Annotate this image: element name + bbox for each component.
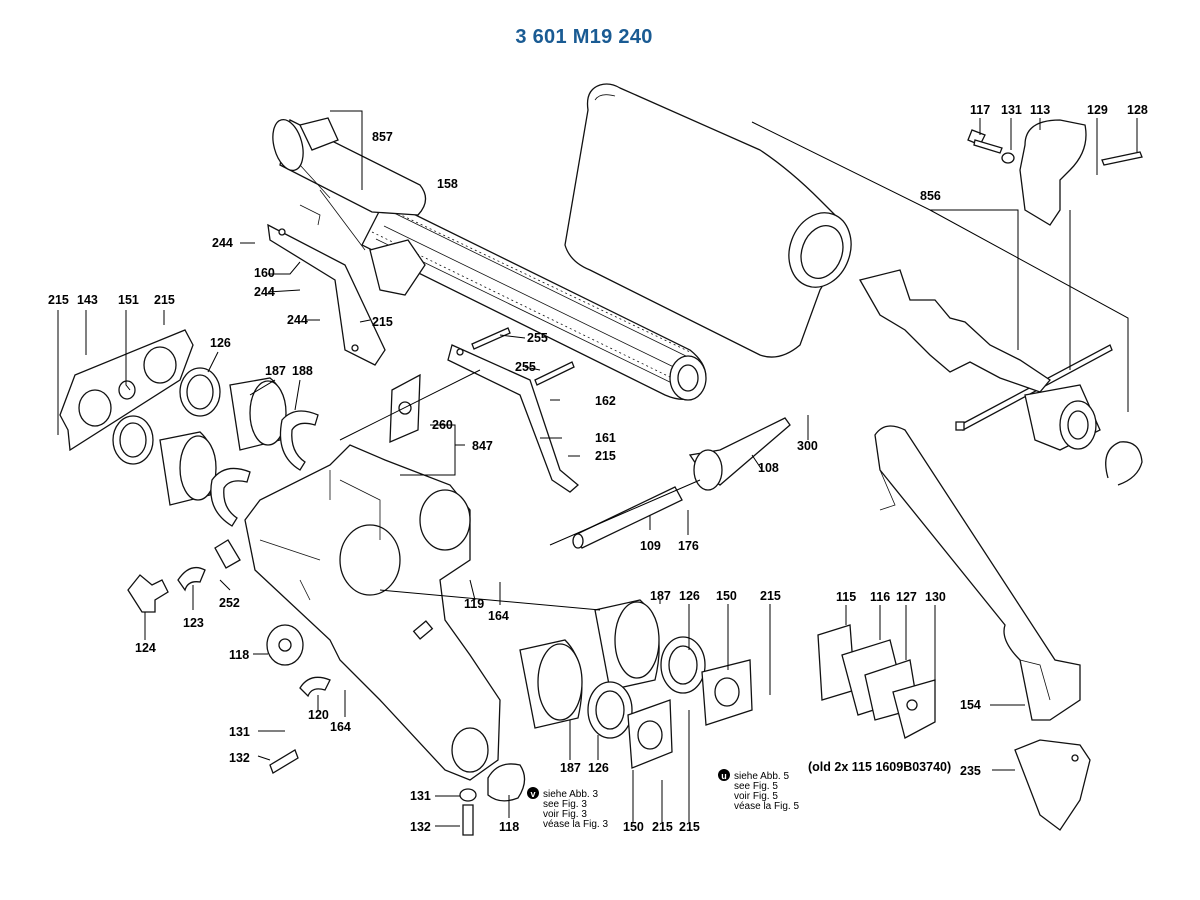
plate-151-part (59, 329, 194, 452)
small-parts-left (127, 539, 526, 836)
bolts-255-part (471, 327, 575, 386)
label-215a: 215 (372, 315, 393, 329)
label-109: 109 (640, 539, 661, 553)
connector-part (1024, 384, 1101, 451)
extraction-tube-part (272, 117, 427, 296)
fig3-marker: v (530, 789, 535, 799)
shaft-109-part (572, 486, 683, 549)
label-244a: 244 (212, 236, 233, 250)
label-119: 119 (464, 597, 484, 611)
label-215c: 215 (154, 293, 175, 307)
label-857: 857 (372, 130, 393, 144)
fig3-line-1: siehe Abb. 3 (543, 789, 598, 800)
label-187a: 187 (265, 364, 286, 378)
label-160: 160 (254, 266, 275, 280)
label-300: 300 (797, 439, 818, 453)
label-124: 124 (135, 641, 156, 655)
label-215f: 215 (652, 820, 673, 834)
label-131a: 131 (229, 725, 250, 739)
lever-108-part (688, 417, 791, 491)
roller-187-lower-part (519, 599, 753, 769)
label-244b: 244 (254, 285, 275, 299)
label-132a: 132 (229, 751, 250, 765)
bracket-161-part (447, 344, 580, 493)
label-188: 188 (292, 364, 313, 378)
fig3-line-3: voir Fig. 3 (543, 809, 587, 820)
fig5-marker: u (721, 771, 727, 781)
retaining-ring-part (1105, 441, 1143, 486)
plate-260-part (389, 373, 421, 444)
filter-stack-part (817, 624, 936, 739)
roller-187-top-part (159, 377, 287, 506)
label-847: 847 (472, 439, 493, 453)
label-164b: 164 (330, 720, 351, 734)
dust-bag-part (564, 83, 852, 358)
branch-strap-part (859, 269, 1051, 393)
label-162: 162 (595, 394, 616, 408)
label-150a: 150 (716, 589, 737, 603)
label-154: 154 (960, 698, 981, 712)
label-150b: 150 (623, 820, 644, 834)
label-116: 116 (870, 590, 890, 604)
bracket-160-part (267, 204, 386, 366)
label-176: 176 (678, 539, 699, 553)
chute-154-part (874, 425, 1081, 721)
label-856: 856 (920, 189, 941, 203)
label-130: 130 (925, 590, 946, 604)
shield-235-part (1014, 739, 1091, 831)
label-143: 143 (77, 293, 98, 307)
label-115: 115 (836, 590, 856, 604)
lock-113-part (967, 119, 1143, 226)
label-235: 235 (960, 764, 981, 778)
label-128: 128 (1127, 103, 1148, 117)
fig5-line-1: siehe Abb. 5 (734, 771, 789, 782)
label-255b: 255 (515, 360, 536, 374)
leader-lines (57, 110, 1138, 827)
fig3-line-2: see Fig. 3 (543, 799, 587, 810)
label-113: 113 (1030, 103, 1050, 117)
label-131c: 131 (1001, 103, 1022, 117)
fig5-line-2: see Fig. 5 (734, 781, 778, 792)
label-215e: 215 (760, 589, 781, 603)
diagram-title: 3 601 M19 240 (515, 26, 653, 48)
label-151: 151 (118, 293, 139, 307)
fig5-line-4: véase la Fig. 5 (734, 801, 799, 812)
fig3-reference: v siehe Abb. 3 see Fig. 3 voir Fig. 3 vé… (527, 787, 608, 830)
label-215d: 215 (595, 449, 616, 463)
label-161: 161 (595, 431, 616, 445)
label-127: 127 (896, 590, 917, 604)
label-117: 117 (970, 103, 990, 117)
part-labels: 857 158 244 160 244 244 215 215 143 151 … (48, 103, 1148, 834)
label-108: 108 (758, 461, 779, 475)
label-187c: 187 (560, 761, 581, 775)
label-118b: 118 (499, 820, 519, 834)
fig5-reference: u siehe Abb. 5 see Fig. 5 voir Fig. 5 vé… (718, 769, 799, 812)
main-housing-part (244, 444, 501, 781)
label-123: 123 (183, 616, 204, 630)
label-255a: 255 (527, 331, 548, 345)
label-120: 120 (308, 708, 329, 722)
flexible-hose-part (361, 199, 707, 401)
fig3-line-4: véase la Fig. 3 (543, 819, 608, 830)
label-215g: 215 (679, 820, 700, 834)
label-252: 252 (219, 596, 240, 610)
label-118a: 118 (229, 648, 249, 662)
fig5-line-3: voir Fig. 5 (734, 791, 778, 802)
label-187b: 187 (650, 589, 671, 603)
label-260: 260 (432, 418, 453, 432)
label-158: 158 (437, 177, 458, 191)
label-126c: 126 (588, 761, 609, 775)
label-131b: 131 (410, 789, 431, 803)
label-126b: 126 (679, 589, 700, 603)
label-129: 129 (1087, 103, 1108, 117)
label-132b: 132 (410, 820, 431, 834)
label-244c: 244 (287, 313, 308, 327)
label-164a: 164 (488, 609, 509, 623)
old-part-note: (old 2x 115 1609B03740) (808, 760, 951, 774)
label-215b: 215 (48, 293, 69, 307)
clip-188-part (210, 410, 319, 527)
label-126a: 126 (210, 336, 231, 350)
ring-126-top-part (112, 367, 221, 465)
